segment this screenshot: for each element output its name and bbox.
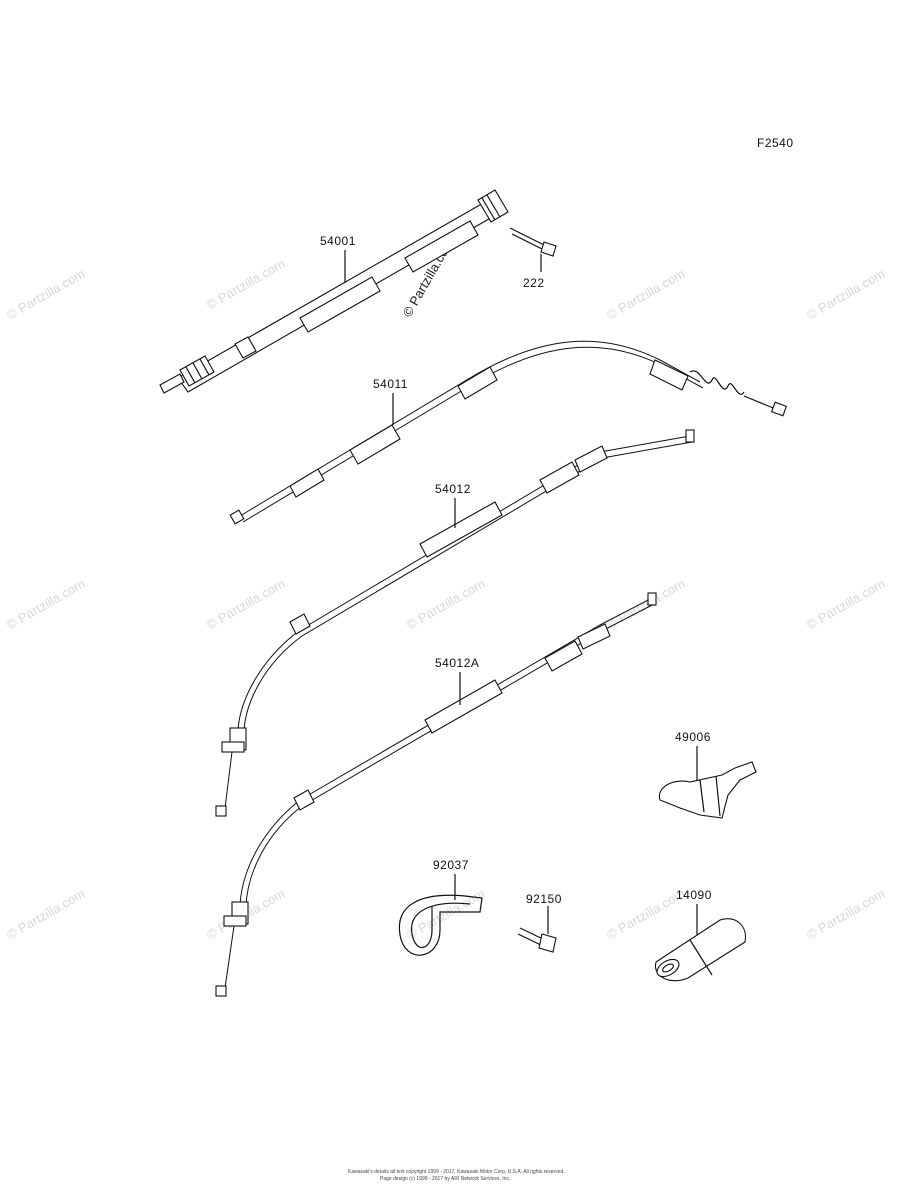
clamp-92037[interactable] [398, 894, 483, 956]
watermark: © Partzilla.com [404, 886, 487, 943]
watermark: © Partzilla.com [804, 886, 887, 943]
watermark: © Partzilla.com [604, 576, 687, 633]
watermark: © Partzilla.com [4, 886, 87, 943]
watermark: © Partzilla.com [204, 256, 287, 313]
cap-14090[interactable] [654, 918, 746, 982]
watermark: © Partzilla.com [4, 576, 87, 633]
label-54001: 54001 [320, 234, 356, 248]
diagram-code: F2540 [757, 136, 794, 150]
watermark: © Partzilla.com [804, 266, 887, 323]
watermark: © Partzilla.com [404, 576, 487, 633]
bolt-92150[interactable] [517, 927, 557, 953]
label-54012: 54012 [435, 482, 471, 496]
watermark: © Partzilla.com [4, 266, 87, 323]
clutch-cable-a[interactable] [215, 592, 657, 997]
watermark-layer: © Partzilla.com © Partzilla.com © Partzi… [4, 236, 887, 942]
watermark: © Partzilla.com [804, 576, 887, 633]
label-49006: 49006 [675, 730, 711, 744]
label-222: 222 [523, 276, 545, 290]
label-14090: 14090 [676, 888, 712, 902]
boot-49006[interactable] [658, 761, 757, 819]
footer-line-1: Kawasaki's details all text copyright 19… [348, 1169, 565, 1175]
label-54012a: 54012A [435, 656, 479, 670]
watermark: © Partzilla.com [604, 266, 687, 323]
label-92037: 92037 [433, 858, 469, 872]
speedo-cable[interactable] [159, 189, 509, 394]
clutch-cable[interactable] [215, 429, 695, 817]
watermark: © Partzilla.com [204, 576, 287, 633]
label-92150: 92150 [526, 892, 562, 906]
screw-222[interactable] [509, 227, 557, 257]
label-54011: 54011 [373, 377, 408, 391]
footer-line-2: Page design (c) 1999 - 2017 by ARI Netwo… [380, 1176, 510, 1182]
throttle-cable[interactable] [229, 340, 788, 525]
watermark: © Partzilla.com [604, 886, 687, 943]
